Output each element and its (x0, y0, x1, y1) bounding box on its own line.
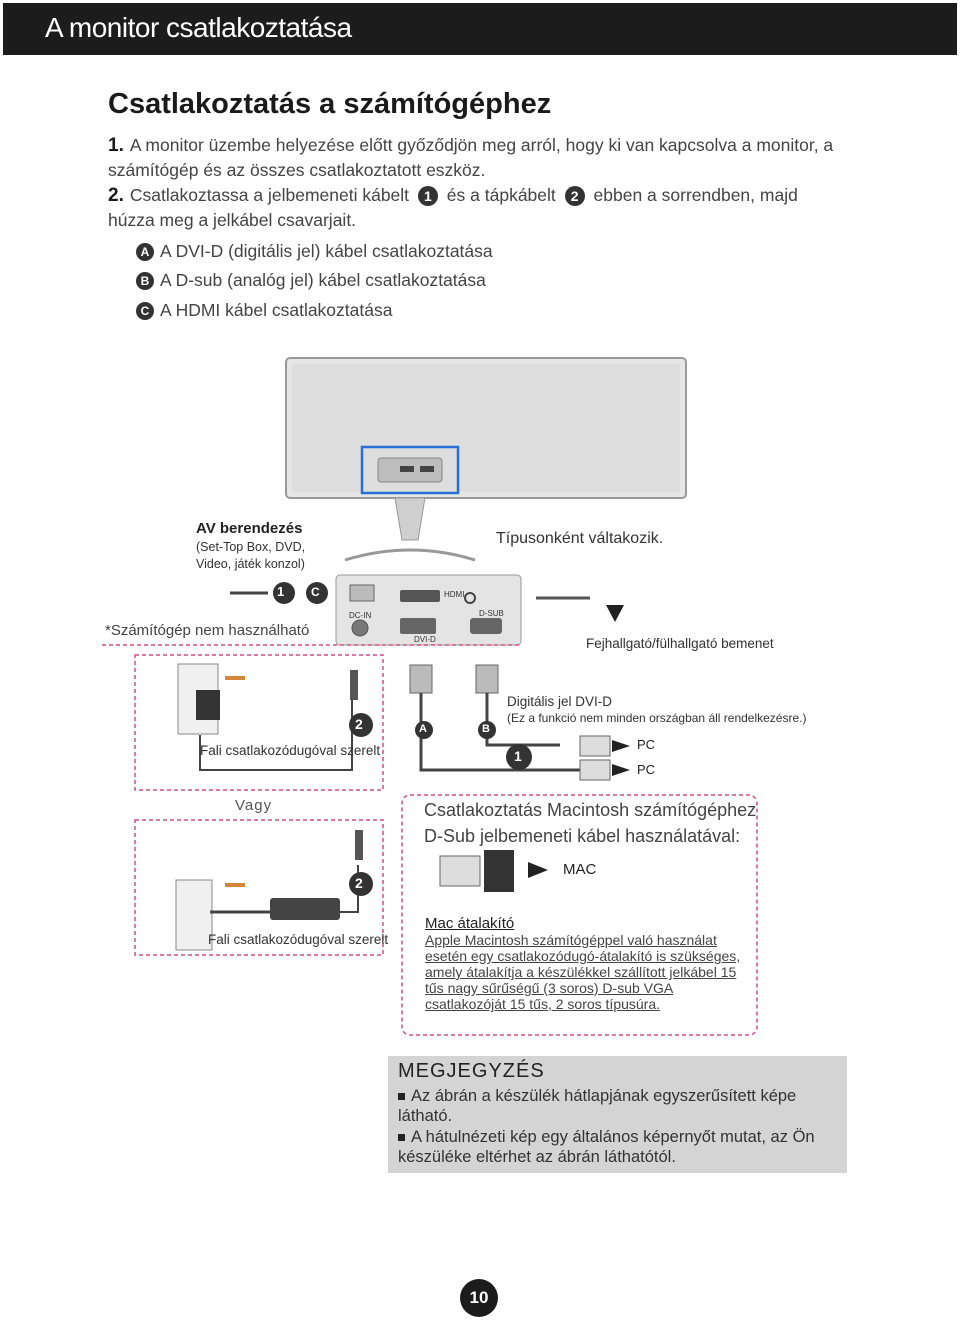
note-item-text: A hátulnézeti kép egy általános képernyő… (398, 1128, 815, 1166)
substep-b: B A D-sub (analóg jel) kábel csatlakoztat… (136, 270, 486, 291)
badge-b: B (136, 272, 154, 291)
step-text-part2: és a tápkábelt (446, 185, 556, 205)
monitor-back (285, 357, 687, 562)
mac-box (401, 794, 758, 1036)
badge-a-dvi (415, 721, 433, 739)
pc-dvi-connector (579, 735, 611, 757)
note-title: MEGJEGYZÉS (398, 1060, 545, 1082)
port-dcin-label: DC-IN (349, 611, 372, 620)
badge-a: A (136, 243, 154, 262)
substep-text: A D-sub (analóg jel) kábel csatlakoztatá… (160, 270, 486, 290)
power-brick (270, 898, 340, 920)
badge-2-power-2 (349, 872, 373, 896)
step-text-part1: Csatlakoztassa a jelbemeneti kábelt (129, 185, 410, 205)
dc-plug-1 (350, 670, 358, 700)
badge-1-signal (273, 582, 295, 604)
badge-1-pc (506, 744, 532, 770)
dvi-cable (419, 693, 580, 772)
step-number: 1. (108, 135, 124, 156)
substep-text: A HDMI kábel csatlakoztatása (160, 300, 393, 320)
adapter-title: Mac átalakító (425, 915, 515, 932)
bullet-icon (398, 1134, 405, 1142)
wall-outlet-2 (175, 879, 213, 951)
header-bar (3, 3, 957, 55)
badge-b-dsub (478, 721, 496, 739)
note-item: A hátulnézeti kép egy általános képernyő… (398, 1127, 828, 1167)
badge-2: 2 (564, 186, 585, 207)
av-subtitle: (Set-Top Box, DVD, Video, játék konzol) (196, 540, 306, 571)
substep-a: A A DVI-D (digitális jel) kábel csatlakoz… (136, 241, 493, 262)
page-number: 10 (460, 1279, 498, 1317)
badge-2-text-1: 2 (355, 716, 363, 732)
wall-plug-label-1: Fali csatlakozódugóval szerelt (200, 743, 381, 758)
av-title: AV berendezés (196, 520, 303, 537)
dvi-title: Digitális jel DVI-D (507, 694, 613, 709)
mac-dsub-plug (439, 855, 481, 887)
mac-title-line1: Csatlakoztatás Macintosh számítógéphez (424, 800, 757, 820)
badge-b-text: B (482, 723, 490, 735)
port-dvid-label: DVI-D (414, 635, 436, 644)
section-title: Csatlakoztatás a számítógéphez (108, 88, 552, 120)
badge-1-pc-text: 1 (514, 748, 522, 764)
adapter-box-1 (134, 654, 384, 791)
dc-plug-2 (355, 830, 363, 860)
badge-c-hdmi (306, 582, 328, 604)
dvi-note: (Ez a funkció nem minden országban áll r… (507, 711, 807, 725)
badge-2-power-1 (349, 713, 373, 737)
step-2: 2.Csatlakoztassa a jelbemeneti kábelt 1 … (108, 183, 848, 233)
substep-c: C A HDMI kábel csatlakoztatása (136, 300, 392, 321)
adapter-box-2 (134, 819, 384, 956)
arrow-right-pc2 (612, 764, 630, 776)
badge-2-text-2: 2 (355, 875, 363, 891)
port-hdmi-label: HDMI (444, 590, 465, 599)
power-cable-1 (199, 700, 353, 771)
pc-dsub-connector (579, 759, 611, 781)
arrow-right-pc1 (612, 740, 630, 752)
port-dsub-label: D-SUB (479, 609, 504, 618)
step-number: 2. (108, 185, 124, 206)
dsub-connector (475, 664, 499, 694)
adapter-text: Apple Macintosh számítógéppel való haszn… (425, 932, 741, 1012)
step-text: A monitor üzembe helyezése előtt győződj… (108, 135, 834, 180)
dsub-cable (485, 693, 560, 747)
dvi-connector (409, 664, 433, 694)
note-item-text: Az ábrán a készülék hátlapjának egyszerű… (398, 1087, 797, 1125)
bullet-icon (398, 1093, 405, 1101)
page-title: A monitor csatlakoztatása (45, 12, 352, 43)
port-panel (335, 574, 522, 646)
no-pc-label: *Számítógép nem használható (105, 622, 310, 639)
step-text-part3: ebben a sorrendben, majd húzza meg a jel… (108, 185, 798, 230)
arrow-down-headphone (606, 605, 624, 622)
substep-text: A DVI-D (digitális jel) kábel csatlakozt… (160, 241, 493, 261)
pc-label-2: PC (637, 762, 656, 777)
type-varies-label: Típusonként váltakozik. (496, 530, 664, 547)
badge-1: 1 (417, 186, 438, 207)
hdmi-plug (349, 584, 375, 602)
mac-label: MAC (563, 861, 597, 878)
wall-plug-label-2: Fali csatlakozódugóval szerelt (208, 932, 389, 947)
power-adapter-1 (196, 690, 220, 720)
note-box (388, 1056, 847, 1173)
badge-a-text: A (419, 723, 427, 735)
pc-label-1: PC (637, 737, 656, 752)
step-1: 1.A monitor üzembe helyezése előtt győző… (108, 133, 848, 183)
mac-adapter (484, 850, 514, 892)
badge-1-signal-text: 1 (277, 584, 285, 599)
or-label: Vagy (235, 797, 273, 814)
headphone-label: Fejhallgató/fülhallgató bemenet (586, 636, 774, 651)
arrow-right-mac (528, 862, 548, 878)
badge-c-text: C (311, 585, 320, 599)
mac-title-line2: D-Sub jelbemeneti kábel használatával: (424, 826, 741, 846)
badge-c: C (136, 302, 154, 321)
note-item: Az ábrán a készülék hátlapjának egyszerű… (398, 1086, 828, 1126)
